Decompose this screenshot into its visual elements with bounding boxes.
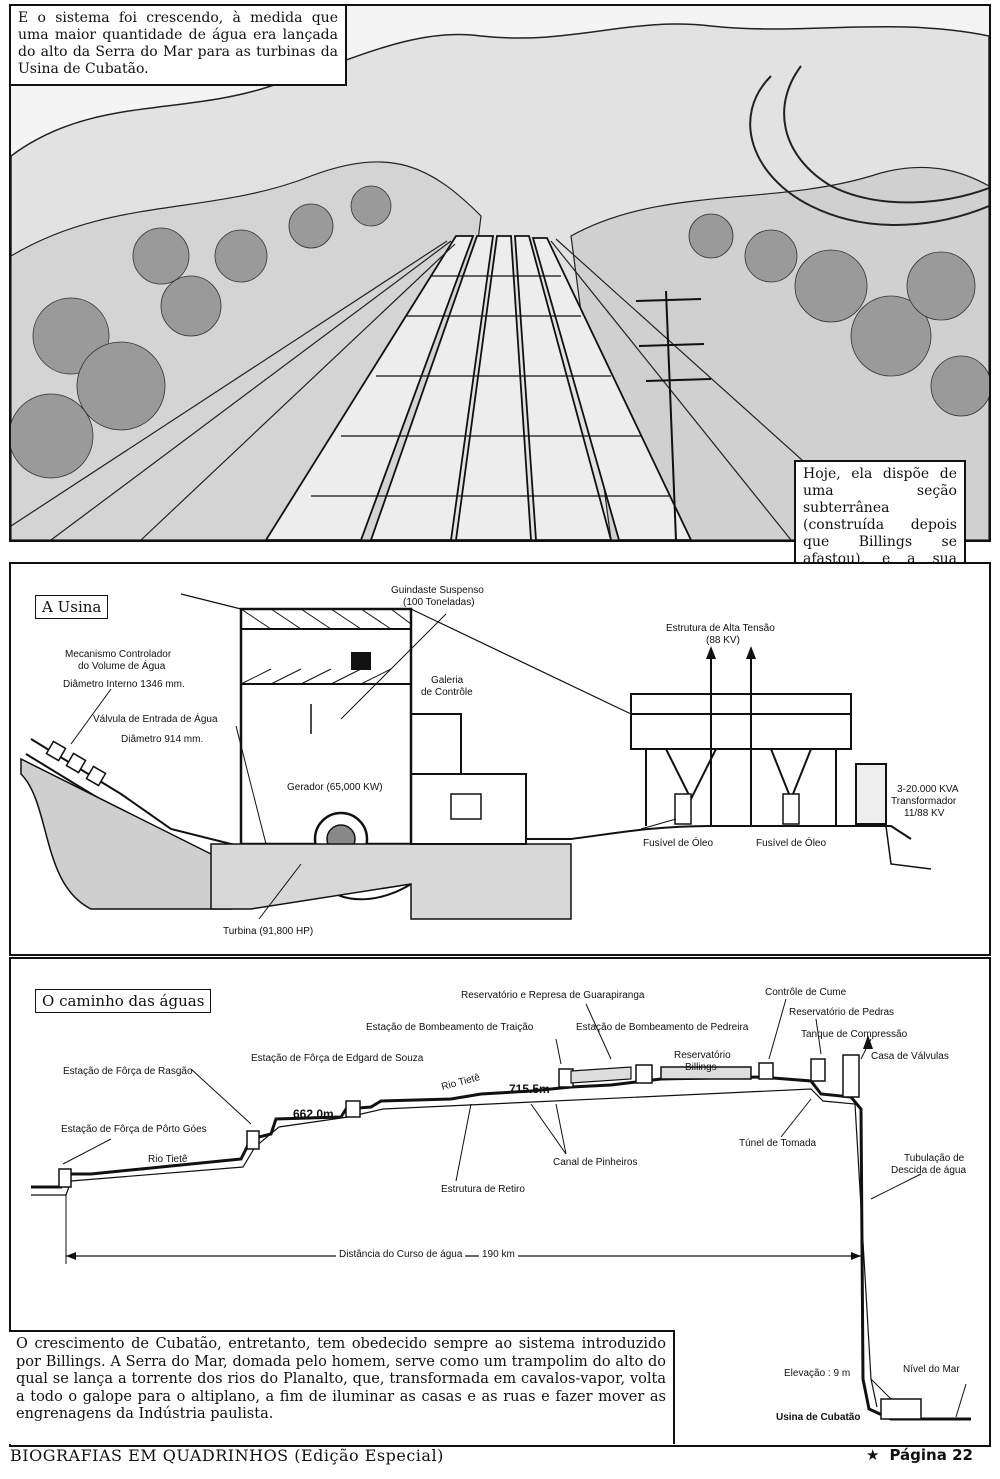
caption-cubatao: O crescimento de Cubatão, entretanto, te…	[9, 1330, 675, 1444]
label-porto-goes: Estação de Fôrça de Pôrto Góes	[61, 1124, 207, 1135]
caminho-title: O caminho das águas	[35, 989, 212, 1013]
label-usina-cubatao: Usina de Cubatão	[776, 1412, 861, 1423]
label-tubulacao: Tubulação de	[904, 1153, 965, 1164]
label-guindaste: Guindaste Suspenso	[391, 585, 484, 596]
footer-page-number: Página 22	[889, 1446, 973, 1464]
label-guindaste-sub: (100 Toneladas)	[403, 597, 475, 608]
label-estrutura-alta-kv: (88 KV)	[706, 635, 740, 646]
usina-diagram-panel: A Usina Guindaste Suspenso (100 Tonelada…	[9, 562, 991, 956]
footer-star-icon: ★	[866, 1446, 880, 1464]
footer-page: ★ Página 22	[866, 1446, 973, 1464]
footer-series-title: BIOGRAFIAS EM QUADRINHOS	[10, 1446, 289, 1465]
label-canal: Canal de Pinheiros	[553, 1157, 638, 1168]
label-valvula-diam: Diâmetro 914 mm.	[121, 734, 204, 745]
label-mecanismo-diam: Diâmetro Interno 1346 mm.	[63, 679, 185, 690]
label-elev-715: 715.5m	[509, 1082, 550, 1096]
label-reservatorio-billings-2: Billings	[685, 1062, 717, 1073]
label-tubulacao-2: Descida de água	[891, 1165, 967, 1176]
label-distancia: Distância do Curso de água	[336, 1249, 466, 1260]
label-rio-tiete-2: Rio Tietê	[148, 1154, 188, 1165]
label-galeria-2: de Contrôle	[421, 687, 473, 698]
usina-cross-section	[20, 593, 932, 920]
label-retiro: Estrutura de Retiro	[441, 1184, 525, 1195]
penstock-illustration	[11, 6, 989, 540]
usina-title: A Usina	[35, 595, 109, 619]
label-gerador: Gerador (65,000 KW)	[287, 782, 383, 793]
label-pedreira: Estação de Bombeamento de Pedreira	[576, 1022, 749, 1033]
label-reservatorio-billings: Reservatório	[674, 1050, 731, 1061]
label-tunel: Túnel de Tomada	[739, 1138, 817, 1149]
label-tanque: Tanque de Compressão	[801, 1029, 908, 1040]
label-transformador-3: 11/88 KV	[904, 808, 945, 819]
label-mecanismo: Mecanismo Controlador	[65, 649, 172, 660]
caption-intro: E o sistema foi crescendo, à medida que …	[9, 4, 347, 86]
label-fusivel-2: Fusível de Óleo	[756, 838, 827, 849]
illustration-panel	[9, 4, 991, 542]
label-guarapiranga: Reservatório e Represa de Guarapiranga	[461, 990, 645, 1001]
label-reservatorio-pedras: Reservatório de Pedras	[789, 1007, 895, 1018]
label-mecanismo-2: do Volume de Água	[78, 661, 166, 672]
label-fusivel-1: Fusível de Óleo	[643, 838, 714, 849]
label-elev-662: 662.0m	[293, 1107, 334, 1121]
label-nivel-mar: Nível do Mar	[903, 1364, 960, 1375]
label-estrutura-alta: Estrutura de Alta Tensão	[666, 623, 775, 634]
label-casa-valvulas: Casa de Válvulas	[871, 1051, 949, 1062]
label-turbina: Turbina (91,800 HP)	[223, 926, 314, 937]
label-traicao: Estação de Bombeamento de Traição	[366, 1022, 534, 1033]
label-rasgao: Estação de Fôrça de Rasgão	[63, 1066, 193, 1077]
label-elevacao: Elevação : 9 m	[784, 1368, 851, 1379]
label-edgard: Estação de Fôrça de Edgard de Souza	[251, 1053, 424, 1064]
label-transformador: 3-20.000 KVA	[897, 784, 959, 795]
label-distancia-km: 190 km	[479, 1249, 518, 1260]
label-galeria: Galeria	[431, 675, 464, 686]
footer-series: BIOGRAFIAS EM QUADRINHOS (Edição Especia…	[10, 1446, 444, 1465]
label-valvula: Válvula de Entrada de Água	[93, 714, 218, 725]
label-controle-cume: Contrôle de Cume	[765, 987, 847, 998]
label-transformador-2: Transformador	[891, 796, 957, 807]
footer-edition: (Edição Especial)	[294, 1446, 444, 1465]
water-path-profile	[31, 998, 971, 1421]
